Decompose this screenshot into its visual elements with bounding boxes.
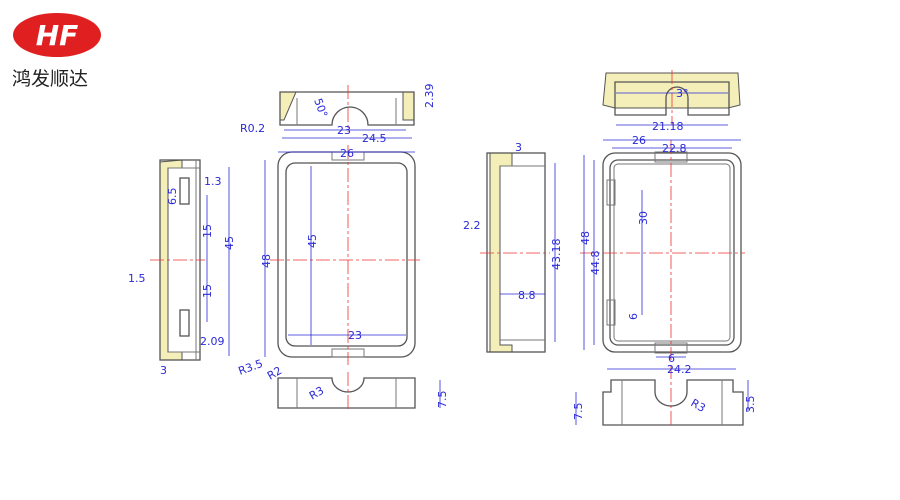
dim-label: 21.18 (652, 120, 684, 133)
dim-label: 48 (579, 231, 592, 245)
dim-label: 6.5 (166, 188, 179, 206)
dim-label: 45 (223, 236, 236, 250)
company-logo: HF (13, 13, 101, 57)
dim-label: 23 (337, 124, 351, 137)
dim-label: 1.5 (128, 272, 146, 285)
dim-label: 3 (160, 364, 167, 377)
mid-front-view: 26 48 45 23 R3.5 R2 (237, 145, 420, 383)
brand-name: 鸿发顺达 (12, 68, 89, 90)
right-bottom-view: 24.2 7.5 3.5 R3 (572, 363, 757, 428)
dim-label: 26 (340, 147, 354, 160)
right-front-view: 26 22.8 48 44.8 30 6 6 (579, 134, 745, 365)
mid-top-view: R0.2 50° 23 24.5 2.39 (240, 84, 436, 146)
mid-bottom-view: R3 7.5 (277, 372, 449, 412)
dim-label: 50° (311, 97, 330, 120)
dim-label: 26 (632, 134, 646, 147)
dim-label: 6 (627, 313, 640, 320)
dim-label: 24.2 (667, 363, 692, 376)
logo-text: HF (36, 19, 79, 52)
dim-label: 22.8 (662, 142, 687, 155)
dim-label: 7.5 (572, 403, 585, 421)
dim-label: 6 (668, 352, 675, 365)
dim-label: 30 (637, 211, 650, 225)
dim-label: 3° (676, 87, 689, 100)
dim-label: 3 (515, 141, 522, 154)
dim-label: 45 (306, 234, 319, 248)
dim-label: 24.5 (362, 132, 387, 145)
dim-label: 43.18 (550, 239, 563, 271)
dim-label: 1.3 (204, 175, 222, 188)
dim-label: R3 (307, 384, 326, 403)
dim-label: R0.2 (240, 122, 265, 135)
dim-label: 2.09 (200, 335, 225, 348)
right-top-view: 3° 21.18 (602, 70, 741, 133)
dim-label: 23 (348, 329, 362, 342)
dim-label: 2.2 (463, 219, 481, 232)
dim-label: 7.5 (436, 391, 449, 409)
dim-label: R3.5 (237, 357, 265, 378)
left-side-view: 1.3 6.5 15 15 45 1.5 2.09 3 (128, 159, 236, 377)
dim-label: R3 (689, 396, 708, 415)
dim-label: 15 (201, 284, 214, 298)
dim-label: R2 (265, 364, 284, 383)
dim-label: 2.39 (423, 84, 436, 109)
dim-label: 15 (201, 224, 214, 238)
dim-label: 3.5 (744, 396, 757, 414)
dim-label: 48 (260, 254, 273, 268)
dim-label: 44.8 (589, 251, 602, 276)
right-side-view: 3 2.2 43.18 8.8 (463, 141, 563, 353)
dim-label: 8.8 (518, 289, 536, 302)
